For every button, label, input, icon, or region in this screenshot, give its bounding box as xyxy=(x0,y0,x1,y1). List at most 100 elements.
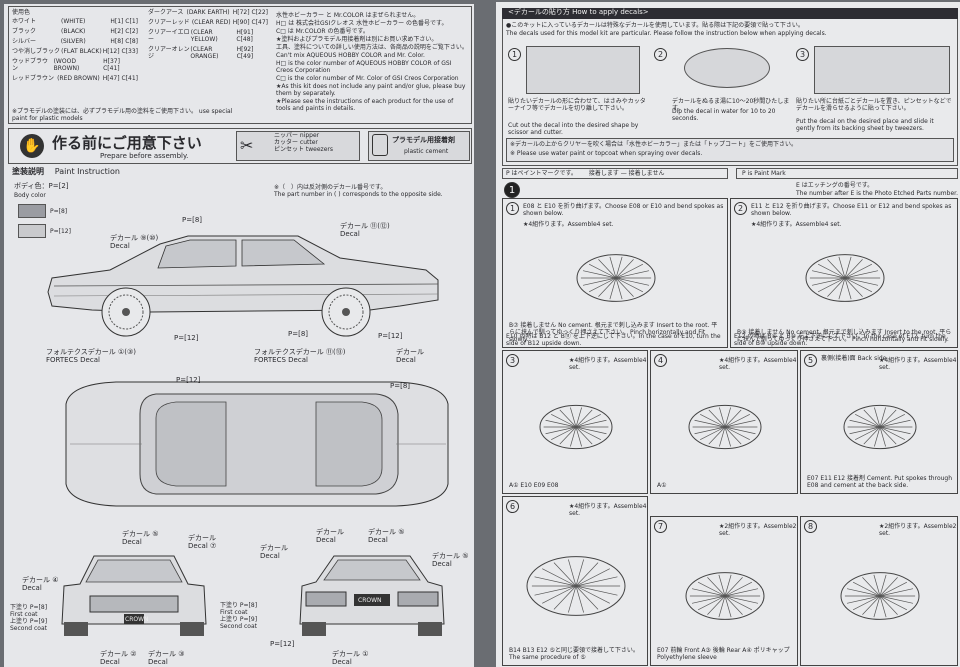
color-row: クリアーレッド(CLEAR RED)H[90] C[47] xyxy=(148,19,268,26)
rear-plate-text: CROWN xyxy=(358,597,382,604)
front-decal3: デカール ③ Decal xyxy=(148,650,185,666)
front-decal2: デカール ② Decal xyxy=(100,650,137,666)
color-row: ウッドブラウン(WOOD BROWN)H[37] C[41] xyxy=(12,58,138,72)
color-name-en: (BLACK) xyxy=(61,28,86,35)
color-name-en: (CLEAR YELLOW) xyxy=(190,29,218,43)
color-row: つや消しブラック(FLAT BLACK)H[12] C[33] xyxy=(12,48,138,55)
step-text-en: Cut out the decal into the desired shape… xyxy=(508,122,639,136)
warning-jp: ※デカールの上からクリヤーを吹く場合は「水性ホビーカラー」または「トップコート」… xyxy=(510,141,798,148)
step-number: 5 xyxy=(804,354,817,367)
legend-glue: 接着します — 接着しません xyxy=(588,170,665,177)
color-row: ブラック(BLACK)H[2] C[2] xyxy=(12,28,138,35)
tools-text: ニッパー nipper カッター cutter ピンセット tweezers xyxy=(274,132,333,153)
left-instruction-page: 使用色 ホワイト(WHITE)H[1] C[1]ブラック(BLACK)H[2] … xyxy=(4,4,474,667)
color-row: ダークアース(DARK EARTH)H[72] C[22] xyxy=(148,9,268,16)
rear-coats: 下塗り P=[8] First coat 上塗り P=[9] Second co… xyxy=(220,602,258,630)
decal-step-3: 3 貼りたい所に台紙ごとデカールを置き、ピンセットなどでデカールを滑らせるように… xyxy=(796,42,954,138)
color-note: H□ は 株式会社GSIクレオス 水性ホビーカラー の色番号です。 xyxy=(276,20,448,27)
swatch-silver xyxy=(18,204,46,218)
step-number: 2 xyxy=(734,202,747,215)
part-note-jp: ※（ ）内は反対側のデカール番号です。 xyxy=(274,184,387,191)
step-notes: A① xyxy=(657,482,667,489)
step-title: E11 と E12 を折り曲げます。Choose E11 or E12 and … xyxy=(751,203,952,217)
wheel-spoke-illustration xyxy=(688,404,762,450)
side-p8: P=[8] xyxy=(182,216,203,224)
color-note: H□ is the color number of AQUEOUS HOBBY … xyxy=(276,60,452,74)
side-decal-a: デカール ⑨(⑩) Decal xyxy=(110,234,159,250)
color-note: Can't mix AQUEOUS HOBBY COLOR and Mr. Co… xyxy=(276,52,425,59)
step-title: E08 と E10 を折り曲げます。Choose E08 or E10 and … xyxy=(523,203,724,217)
body-color-en: Body color xyxy=(14,192,46,199)
step-text-en: Dip the decal in water for 10 to 20 seco… xyxy=(672,108,776,122)
paint-note: ※プラモデルの塗装には、必ずプラモデル用の塗料をご使用下さい。 use spec… xyxy=(12,108,233,122)
color-note: C□ is the color number of Mr. Color of G… xyxy=(276,75,459,82)
color-note: C□ は Mr.COLOR の色番号です。 xyxy=(276,28,369,35)
step-notes: B14 B13 E12 ⑤と同じ要領で接着して下さい。The same proc… xyxy=(509,647,639,661)
step-notes: B⑨ 接着しません No cement. 根元まで刺し込みます Insert t… xyxy=(737,329,952,343)
legend-paint xyxy=(502,168,728,179)
color-name: ウッドブラウン xyxy=(12,58,49,72)
color-row: シルバー(SILVER)H[8] C[8] xyxy=(12,38,138,45)
assembly-step-4: 4★4組作ります。Assemble4 set.A① xyxy=(650,350,798,494)
step-number: 4 xyxy=(654,354,667,367)
color-code: H[72] C[22] xyxy=(232,9,268,16)
prepare-banner xyxy=(8,128,472,164)
wheel-spoke-illustration xyxy=(539,404,613,450)
step-number: 3 xyxy=(506,354,519,367)
side-p8-b: P=[8] xyxy=(288,330,309,338)
color-name: クリアーオレンジ xyxy=(148,46,190,60)
cutting-illustration xyxy=(526,46,640,94)
assembly-step-8: 8 ★2組作ります。Assemble2 set. xyxy=(800,516,958,666)
section-number: 1 xyxy=(504,182,520,198)
apply-illustration xyxy=(814,46,950,94)
step-set-count: ★4組作ります。Assemble4 set. xyxy=(879,357,957,371)
color-table-header: 使用色 xyxy=(12,9,31,16)
step-number: 8 xyxy=(804,520,817,533)
top-decal: デカール Decal xyxy=(396,348,424,364)
rear-decal1: デカール ① Decal xyxy=(332,650,369,666)
car-side-view xyxy=(47,235,439,337)
legend-etched xyxy=(736,168,958,179)
fortecs-decal-a: フォルテクスデカール ①(③) FORTECS Decal xyxy=(46,348,137,364)
step-text-jp: デカールをぬるま湯に10～20秒間ひたします。 xyxy=(672,98,790,112)
color-notes: 水性ホビーカラー と Mr.COLOR はまぜられません。H□ は 株式会社GS… xyxy=(276,12,468,113)
color-note: 工具、塗料についての詳しい使用方法は、各商品の説明をご覧下さい。 xyxy=(276,44,468,51)
step-notes: E07 E11 E12 接着剤 Cement. Put spokes throu… xyxy=(807,475,953,489)
cement-label-en: plastic cement xyxy=(404,148,449,155)
panel1-caption: E10 の時は B12 と B⑪ を上下逆にして下さい。In the case … xyxy=(506,333,721,347)
step-notes: E07 前輪 Front A③ 後輪 Rear A④ ポリキャップ Polyet… xyxy=(657,647,790,661)
front-decal7: デカール Decal ⑦ xyxy=(188,534,217,550)
rear-p12: P=[12] xyxy=(270,640,295,648)
wheel-spoke-illustration xyxy=(840,572,920,620)
wheel-spoke-illustration xyxy=(576,254,656,302)
color-code: H[12] C[33] xyxy=(102,48,138,55)
cement-box xyxy=(368,131,470,161)
color-table xyxy=(8,6,472,124)
water-dish-illustration xyxy=(684,48,770,88)
color-name-en: (CLEAR RED) xyxy=(191,19,231,26)
color-code: H[91] C[48] xyxy=(236,29,254,43)
color-name: レッドブラウン xyxy=(12,75,55,82)
front-coats: 下塗り P=[8] First coat 上塗り P=[9] Second co… xyxy=(10,604,48,632)
decal-intro-en: The decals used for this model kit are p… xyxy=(506,30,827,37)
color-note: ★塗料およびプラモデル用接着剤は別にお買い求め下さい。 xyxy=(276,36,438,43)
color-name: ブラック xyxy=(12,28,37,35)
step-set-count: ★4組作ります。Assemble4 set. xyxy=(569,503,647,517)
warning-en: ※ Please use water paint or topcoat when… xyxy=(510,150,703,157)
step-set-count: ★2組作ります。Assemble2 set. xyxy=(879,523,957,537)
prepare-subtitle: Prepare before assembly. xyxy=(100,152,189,160)
body-color: ボディ色：P=[2] xyxy=(14,182,69,190)
step-notes: A① E10 E09 E08 xyxy=(509,482,559,489)
color-note: ★Please see the instructions of each pro… xyxy=(276,98,454,112)
swatch-silver-label: P=[8] xyxy=(50,208,68,215)
color-row: クリアーオレンジ(CLEAR ORANGE)H[92] C[49] xyxy=(148,46,268,60)
part-note: ※（ ）内は反対側のデカール番号です。 The part number in (… xyxy=(274,184,472,198)
car-rear-view xyxy=(299,555,445,636)
assembly-step-7: 7★2組作ります。Assemble2 set.E07 前輪 Front A③ 後… xyxy=(650,516,798,666)
side-p12-b: P=[12] xyxy=(378,332,403,340)
color-name-en: (WHITE) xyxy=(61,18,86,25)
color-code: H[1] C[1] xyxy=(110,18,138,25)
step-text-jp: 貼りたい所に台紙ごとデカールを置き、ピンセットなどでデカールを滑らせるように貼っ… xyxy=(796,98,952,112)
color-row: ホワイト(WHITE)H[1] C[1] xyxy=(12,18,138,25)
